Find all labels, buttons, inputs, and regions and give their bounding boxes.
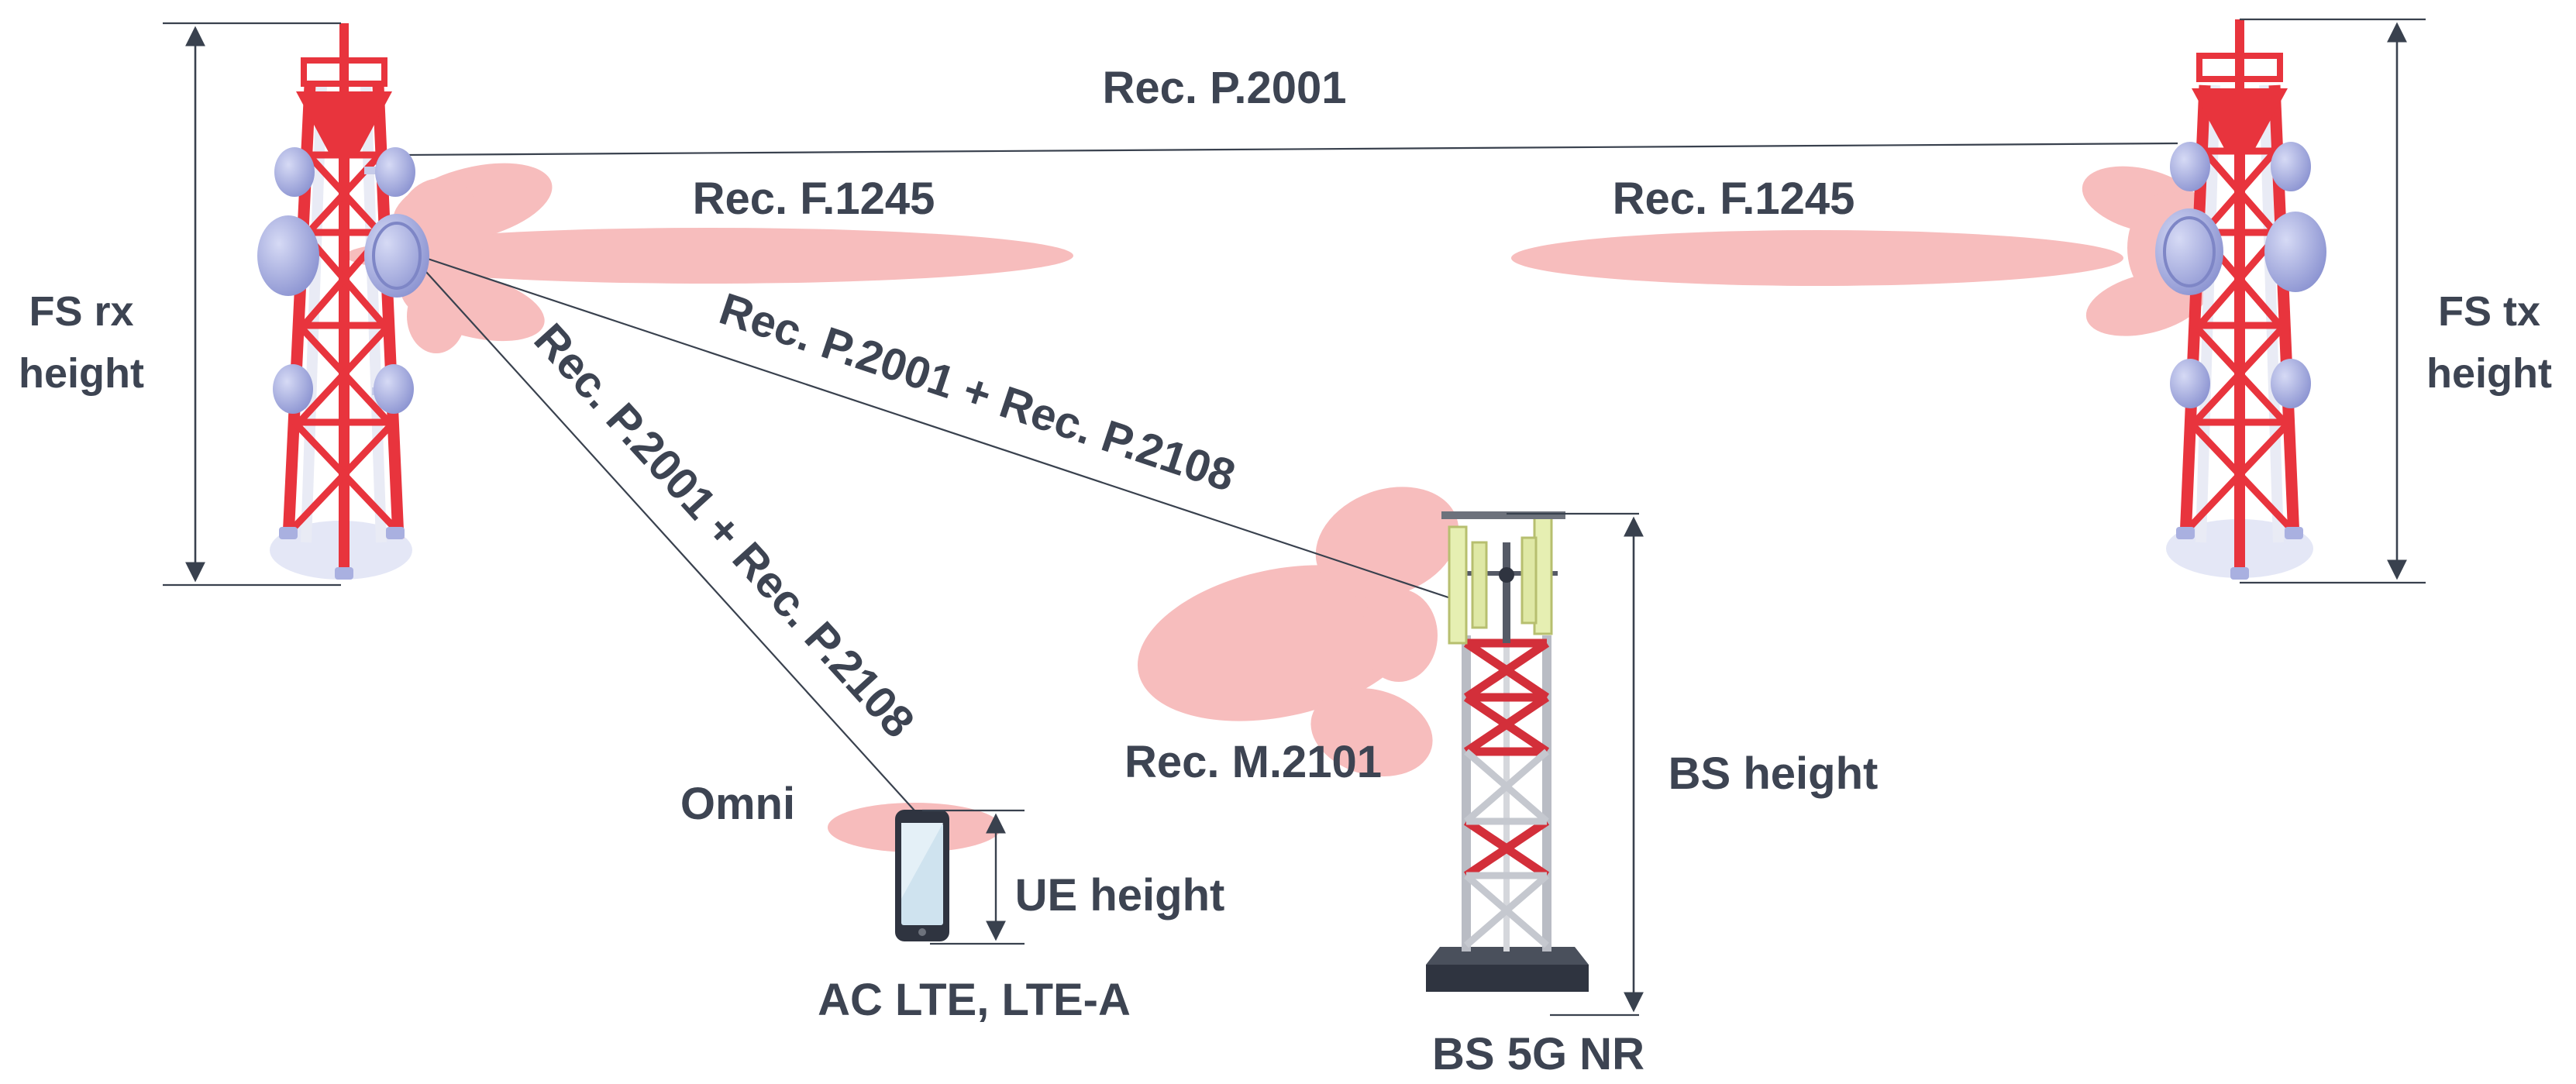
bs-beam-pattern [1137, 487, 1459, 777]
link-fs-rx-to-ue [418, 263, 915, 811]
label-ue-name: AC LTE, LTE-A [818, 975, 1131, 1025]
label-omni: Omni [680, 779, 795, 829]
label-p2001-top: Rec. P.2001 [1103, 63, 1347, 113]
fs-rx-beam-pattern [345, 163, 1073, 353]
label-ue-height: UE height [1015, 870, 1225, 921]
dimension-lines [163, 18, 2426, 1017]
label-f1245-right: Rec. F.1245 [1613, 174, 1855, 224]
label-bs-height: BS height [1669, 748, 1879, 799]
label-fs-tx-height-line1: FS tx [2438, 288, 2540, 335]
link-fs-rx-to-bs [418, 254, 1465, 604]
link-fs-rx-to-fs-tx [404, 142, 2178, 157]
link-lines [404, 142, 2178, 811]
label-bs-name: BS 5G NR [1432, 1029, 1644, 1079]
label-fs-rx-height-line1: FS rx [29, 288, 133, 335]
label-m2101: Rec. M.2101 [1124, 737, 1382, 787]
label-fs-tx-height-line2: height [2426, 350, 2552, 397]
label-fs-rx-height-line2: height [19, 350, 144, 397]
label-f1245-left: Rec. F.1245 [693, 174, 935, 224]
fs-rx-tower-icon [257, 23, 429, 580]
fs-tx-tower-icon [2155, 19, 2326, 580]
label-p2001-p2108-bs-link: Rec. P.2001 + Rec. P.2108 [714, 284, 1242, 501]
bs-tower-icon [1426, 511, 1589, 992]
ue-smartphone-icon [895, 810, 949, 941]
